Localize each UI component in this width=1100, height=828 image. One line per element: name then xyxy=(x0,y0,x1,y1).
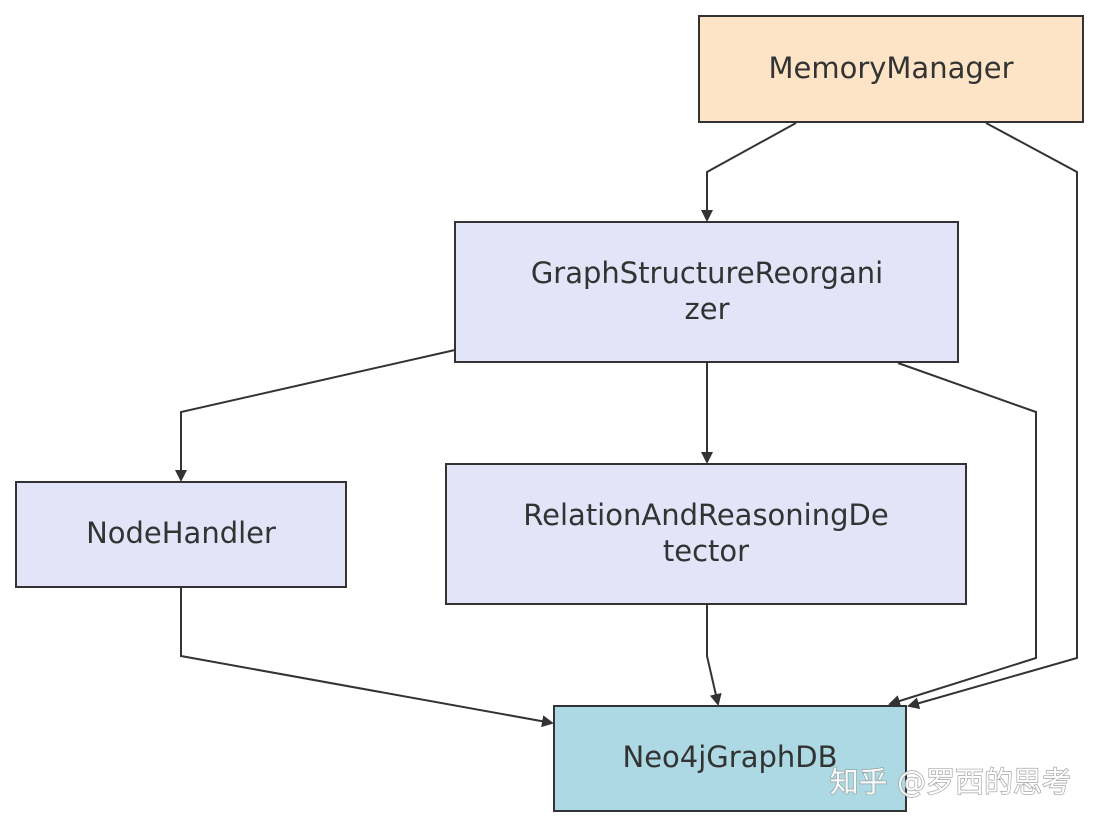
edge-graphstructurereorganizer-to-neo4jgraphdb xyxy=(888,362,1037,707)
edge-memorymanager-to-neo4jgraphdb xyxy=(907,122,1078,710)
node-neo4j-graph-db-label: Neo4jGraphDB xyxy=(623,740,838,774)
node-memory-manager: MemoryManager xyxy=(698,15,1084,123)
node-neo4j-graph-db: Neo4jGraphDB xyxy=(553,705,907,812)
node-graph-structure-reorganizer: GraphStructureReorgani zer xyxy=(454,221,959,363)
edge-relationandreasoningdetector-to-neo4jgraphdb xyxy=(706,605,722,706)
node-node-handler: NodeHandler xyxy=(15,481,347,588)
edge-memorymanager-to-graphstructurereorganizer xyxy=(701,122,797,222)
node-memory-manager-label: MemoryManager xyxy=(768,51,1013,85)
node-relation-and-reasoning-detector-label-line1: RelationAndReasoningDe xyxy=(523,498,888,532)
watermark: 知乎 @罗西的思考 xyxy=(830,765,1071,799)
node-relation-and-reasoning-detector-label-line2: tector xyxy=(663,534,749,568)
node-graph-structure-reorganizer-label-line1: GraphStructureReorgani xyxy=(531,256,883,290)
node-relation-and-reasoning-detector: RelationAndReasoningDe tector xyxy=(445,463,967,605)
edge-graphstructurereorganizer-to-nodehandler xyxy=(175,349,456,482)
edge-nodehandler-to-neo4jgraphdb xyxy=(180,588,554,728)
node-graph-structure-reorganizer-label-line2: zer xyxy=(685,292,730,326)
edges xyxy=(175,122,1078,728)
node-node-handler-label: NodeHandler xyxy=(86,516,276,550)
